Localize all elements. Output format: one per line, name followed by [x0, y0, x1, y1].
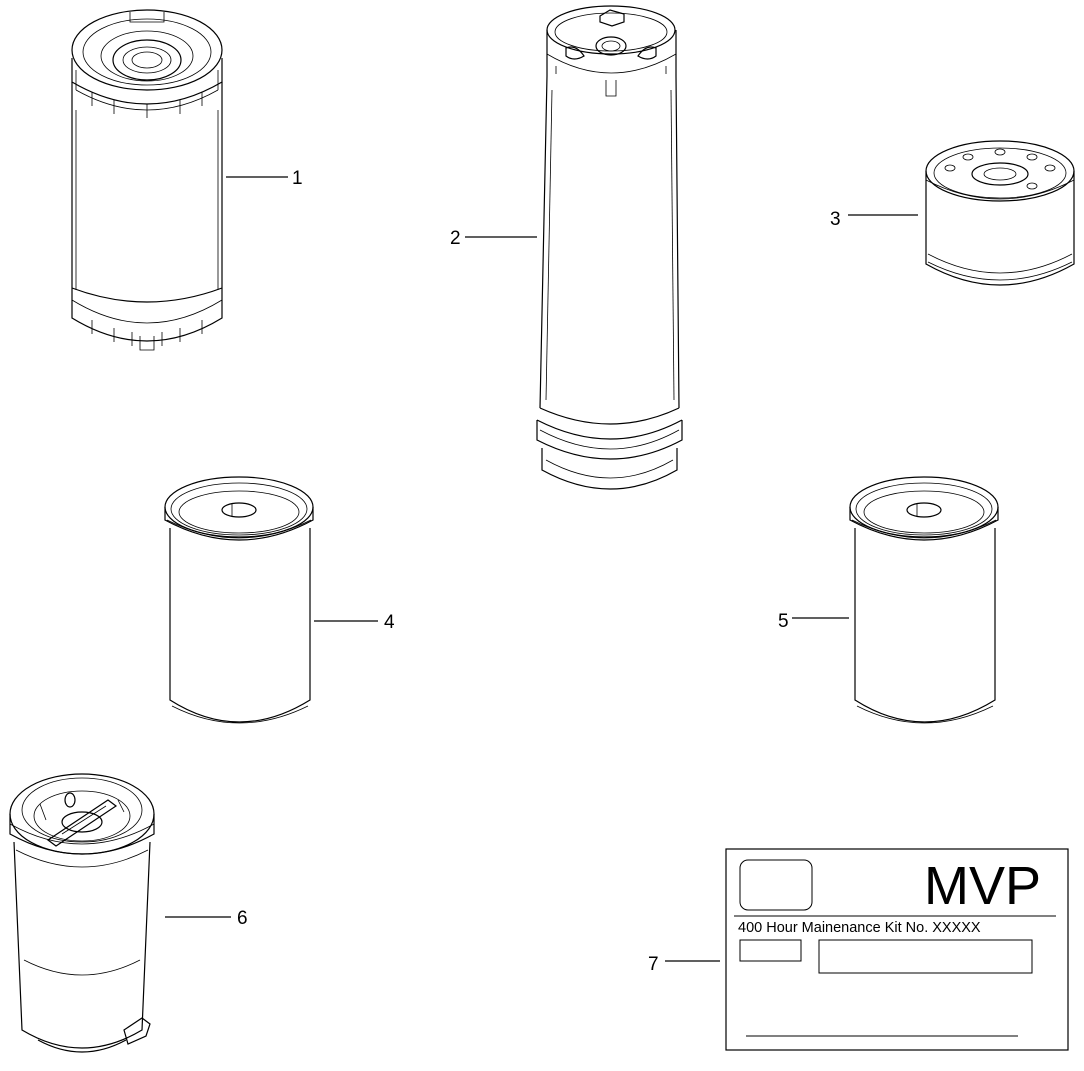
callout-2: 2	[450, 228, 461, 249]
kit-label-brand: MVP	[924, 856, 1041, 916]
kit-label-large-field	[818, 939, 1033, 974]
kit-label-border	[725, 848, 1069, 1051]
kit-label-title: 400 Hour Mainenance Kit No. XXXXX	[738, 920, 981, 936]
filter-element-2	[536, 5, 683, 490]
spin-on-filter-5	[849, 476, 999, 724]
kit-label-small-field	[739, 939, 802, 962]
callout-7: 7	[648, 954, 659, 975]
callout-1: 1	[292, 168, 303, 189]
kit-label-logo-box	[739, 859, 813, 911]
spin-on-filter-4	[164, 476, 314, 724]
callout-5: 5	[778, 611, 789, 632]
filter-element-1	[71, 9, 223, 351]
callout-3: 3	[830, 209, 841, 230]
kit-label-7: MVP 400 Hour Mainenance Kit No. XXXXX	[725, 848, 1069, 1051]
spin-on-filter-3	[925, 140, 1075, 286]
callout-4: 4	[384, 612, 395, 633]
callout-6: 6	[237, 908, 248, 929]
separator-filter-6	[9, 773, 155, 1053]
